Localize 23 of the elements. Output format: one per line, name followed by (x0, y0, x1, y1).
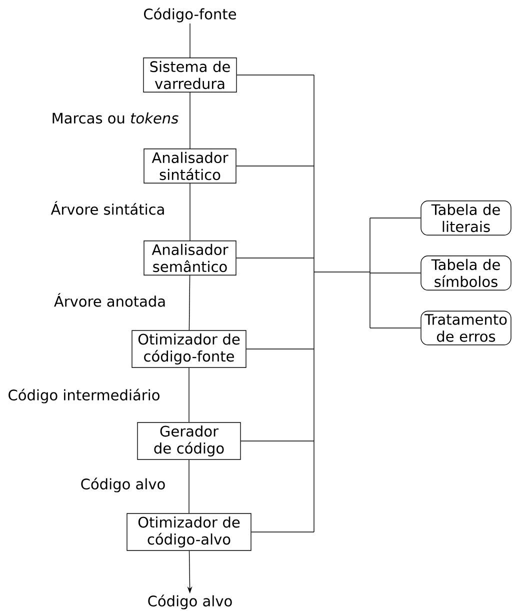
bus-line (246, 348, 314, 350)
edge-label: Marcas ou tokens (52, 112, 178, 124)
process-box: Analisador sintático (144, 148, 236, 184)
connector-line (188, 460, 190, 514)
table-box: Tabela de literais (420, 200, 512, 236)
process-box: Otimizador de código-alvo (126, 513, 252, 551)
process-box: Otimizador de código-fonte (132, 330, 246, 368)
connector-line (188, 368, 190, 422)
table-box: Tabela de símbolos (420, 256, 512, 290)
edge-label: Código alvo (81, 478, 165, 492)
table-box: Tratamento de erros (420, 310, 512, 346)
process-box: Gerador de código (137, 422, 241, 460)
flow-text: Código-fonte (142, 6, 238, 24)
edge-label: Árvore anotada (54, 293, 165, 307)
bus-line (236, 74, 314, 76)
process-box: Sistema de varredura (143, 58, 237, 92)
connector-line (188, 275, 190, 330)
edge-label: Árvore sintática (50, 201, 164, 215)
edge-label: Código intermediário (8, 388, 160, 404)
flow-text: Código alvo (146, 594, 234, 610)
bus-line (240, 440, 314, 442)
process-box: Analisador semântico (144, 240, 236, 276)
bus-line (370, 272, 421, 274)
